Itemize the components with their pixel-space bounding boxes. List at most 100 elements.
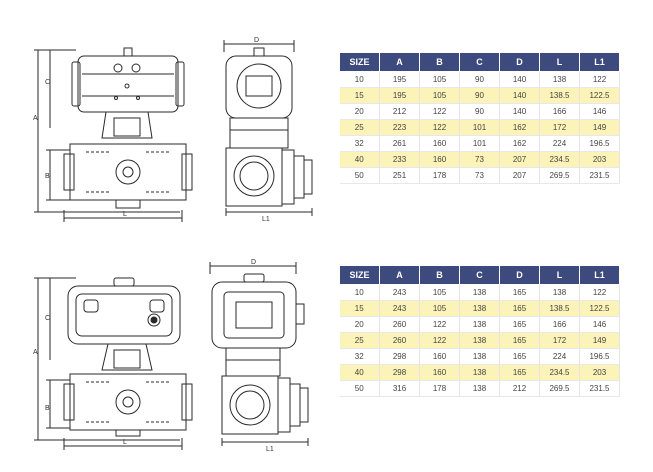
column-header-a: A — [379, 52, 420, 72]
table-cell: 50 — [339, 167, 380, 184]
table-cell: 269.5 — [539, 167, 580, 184]
table-cell: 243 — [379, 284, 420, 301]
dim-label-d: D — [254, 37, 259, 44]
table-cell: 172 — [539, 332, 580, 349]
table-cell: 122 — [419, 316, 460, 333]
table-cell: 138 — [539, 71, 580, 88]
column-header-c: C — [459, 265, 500, 285]
dim-label-l1: L1 — [262, 216, 270, 222]
dim-label-d: D — [251, 259, 256, 266]
table-cell: 90 — [459, 71, 500, 88]
table-cell: 231.5 — [579, 380, 620, 397]
table-cell: 146 — [579, 316, 620, 333]
table-cell: 32 — [339, 135, 380, 152]
table-header-row: SIZE A B C D L L1 — [339, 52, 620, 72]
column-header-b: B — [419, 265, 460, 285]
table-cell: 203 — [579, 364, 620, 381]
table-cell: 178 — [419, 167, 460, 184]
pneumatic-valve-side-drawing: D L1 — [212, 32, 322, 222]
table-cell: 251 — [379, 167, 420, 184]
table-cell: 203 — [579, 151, 620, 168]
table-cell: 101 — [459, 135, 500, 152]
table-cell: 122 — [579, 71, 620, 88]
table-cell: 122 — [419, 103, 460, 120]
column-header-c: C — [459, 52, 500, 72]
column-header-a: A — [379, 265, 420, 285]
table-cell: 25 — [339, 332, 380, 349]
column-header-l: L — [539, 265, 580, 285]
dim-label-a: A — [33, 115, 38, 122]
table-cell: 146 — [579, 103, 620, 120]
table-cell: 15 — [339, 300, 380, 317]
table-cell: 160 — [419, 348, 460, 365]
table-cell: 73 — [459, 151, 500, 168]
table-cell: 195 — [379, 71, 420, 88]
table-cell: 212 — [379, 103, 420, 120]
table-cell: 165 — [499, 300, 540, 317]
table-cell: 138.5 — [539, 87, 580, 104]
column-header-size: SIZE — [339, 265, 380, 285]
table-cell: 138 — [459, 332, 500, 349]
table-cell: 122.5 — [579, 87, 620, 104]
table-cell: 224 — [539, 135, 580, 152]
table-cell: 195 — [379, 87, 420, 104]
table-cell: 298 — [379, 348, 420, 365]
dim-label-c: C — [45, 315, 50, 322]
table-cell: 101 — [459, 119, 500, 136]
dim-label-c: C — [45, 79, 50, 86]
column-header-d: D — [499, 265, 540, 285]
table-cell: 149 — [579, 119, 620, 136]
table-cell: 178 — [419, 380, 460, 397]
table-cell: 138 — [459, 364, 500, 381]
table-cell: 196.5 — [579, 348, 620, 365]
table-cell: 138 — [459, 380, 500, 397]
table-cell: 269.5 — [539, 380, 580, 397]
table-cell: 160 — [419, 364, 460, 381]
column-header-l1: L1 — [579, 265, 620, 285]
table-cell: 138 — [539, 284, 580, 301]
column-header-l1: L1 — [579, 52, 620, 72]
table-cell: 50 — [339, 380, 380, 397]
table-cell: 73 — [459, 167, 500, 184]
table-cell: 105 — [419, 87, 460, 104]
table-cell: 138.5 — [539, 300, 580, 317]
table-cell: 261 — [379, 135, 420, 152]
table-cell: 166 — [539, 316, 580, 333]
table-cell: 10 — [339, 284, 380, 301]
table-cell: 138 — [459, 348, 500, 365]
electric-valve-front-drawing: A C B L — [30, 268, 205, 453]
table-cell: 316 — [379, 380, 420, 397]
table-cell: 172 — [539, 119, 580, 136]
table-cell: 90 — [459, 103, 500, 120]
table-cell: 149 — [579, 332, 620, 349]
table-cell: 140 — [499, 71, 540, 88]
table-cell: 212 — [499, 380, 540, 397]
dim-label-b: B — [45, 173, 50, 180]
table-cell: 15 — [339, 87, 380, 104]
dim-label-l1: L1 — [266, 446, 274, 452]
table-cell: 122 — [419, 332, 460, 349]
table-cell: 40 — [339, 364, 380, 381]
table-cell: 234.5 — [539, 151, 580, 168]
table-cell: 122 — [579, 284, 620, 301]
table-cell: 138 — [459, 284, 500, 301]
table-cell: 243 — [379, 300, 420, 317]
table-cell: 32 — [339, 348, 380, 365]
table-cell: 166 — [539, 103, 580, 120]
table-cell: 138 — [459, 300, 500, 317]
table-cell: 298 — [379, 364, 420, 381]
table-cell: 260 — [379, 332, 420, 349]
table-cell: 25 — [339, 119, 380, 136]
dim-label-b: B — [45, 405, 50, 412]
dim-label-a: A — [33, 349, 38, 356]
table-cell: 140 — [499, 87, 540, 104]
